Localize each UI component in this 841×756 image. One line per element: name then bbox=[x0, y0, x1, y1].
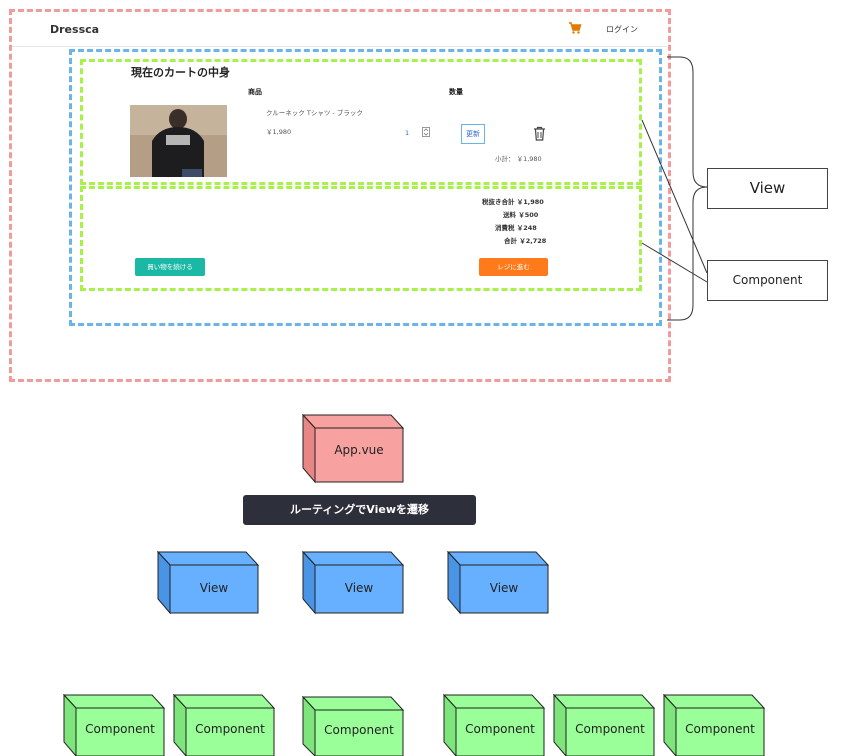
component-label-1: Component bbox=[85, 722, 155, 736]
component-label-4: Component bbox=[465, 722, 535, 736]
architecture-diagram bbox=[62, 413, 766, 756]
component-label-3: Component bbox=[324, 723, 394, 737]
view-label-2: View bbox=[344, 581, 374, 595]
app-vue-label: App.vue bbox=[334, 443, 384, 457]
column-header-product: 商品 bbox=[248, 88, 262, 96]
subtotal-text: 小計： ￥1,980 bbox=[495, 155, 542, 163]
component-annotation-label: Component bbox=[707, 260, 828, 301]
product-price: ￥1,980 bbox=[266, 128, 292, 136]
product-name: クルーネック Tシャツ - ブラック bbox=[266, 109, 363, 117]
component-cube-6 bbox=[662, 693, 766, 756]
view-label-3: View bbox=[489, 581, 519, 595]
view-boundary bbox=[69, 49, 662, 326]
summary-line-shipping: 送料 ￥500 bbox=[503, 211, 539, 219]
view-label-1: View bbox=[199, 581, 229, 595]
login-link[interactable]: ログイン bbox=[606, 25, 638, 34]
summary-line-tax: 消費税 ￥248 bbox=[495, 224, 537, 232]
component-label-5: Component bbox=[575, 722, 645, 736]
component-annotation-text: Component bbox=[732, 273, 803, 287]
summary-line-subtotal: 税抜き合計 ￥1,980 bbox=[482, 198, 544, 206]
continue-shopping-button[interactable]: 買い物を続ける bbox=[135, 258, 205, 276]
component-label-2: Component bbox=[195, 722, 265, 736]
summary-line-total: 合計 ￥2,728 bbox=[504, 237, 547, 245]
view-annotation-label: View bbox=[707, 168, 828, 209]
update-quantity-button[interactable]: 更新 bbox=[461, 124, 485, 144]
view-annotation-text: View bbox=[749, 179, 786, 197]
component-cube-2 bbox=[172, 693, 276, 756]
routing-bar: ルーティングでViewを遷移 bbox=[243, 495, 476, 525]
brand-logo[interactable]: Dressca bbox=[50, 23, 100, 36]
cart-icon[interactable] bbox=[568, 21, 582, 35]
component-cube-1 bbox=[62, 693, 166, 756]
stepper-icon[interactable] bbox=[422, 127, 430, 137]
column-header-quantity: 数量 bbox=[449, 88, 463, 96]
cart-summary-component bbox=[80, 186, 642, 291]
view-cube-2 bbox=[301, 550, 405, 615]
view-cube-1 bbox=[156, 550, 260, 615]
product-image bbox=[130, 105, 227, 177]
trash-icon[interactable] bbox=[533, 126, 546, 141]
checkout-button[interactable]: レジに進む bbox=[479, 258, 548, 276]
component-cube-3 bbox=[301, 695, 405, 756]
cart-items-component bbox=[80, 59, 642, 185]
quantity-value[interactable]: 1 bbox=[405, 129, 410, 137]
app-boundary bbox=[9, 9, 671, 382]
cart-title: 現在のカートの中身 bbox=[131, 66, 230, 79]
header-divider bbox=[12, 46, 667, 47]
component-label-6: Component bbox=[685, 722, 755, 736]
view-cube-3 bbox=[446, 550, 550, 615]
app-vue-cube bbox=[301, 413, 405, 484]
component-cube-4 bbox=[442, 693, 546, 756]
component-cube-5 bbox=[552, 693, 656, 756]
